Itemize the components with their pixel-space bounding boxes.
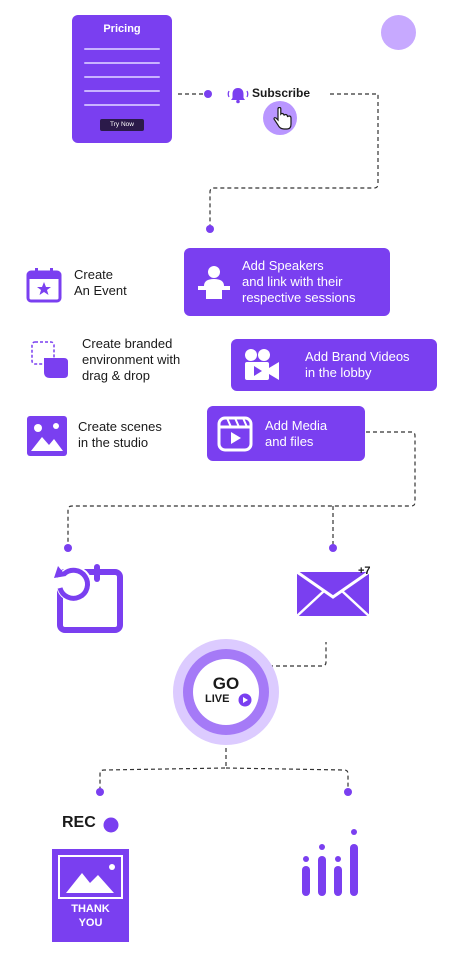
- label-line: environment with: [82, 352, 181, 367]
- label-line: An Event: [74, 283, 127, 298]
- calendar-refresh-icon: [54, 564, 123, 633]
- go-label: GO: [212, 674, 240, 693]
- pricing-line: [84, 104, 160, 106]
- label-line: Create scenes: [78, 419, 162, 434]
- pricing-card: Pricing Try Now: [72, 15, 172, 143]
- add-speakers-text: Add Speakers and link with their respect…: [242, 258, 355, 306]
- play-circle-icon: [238, 693, 252, 707]
- email-envelope-icon: [296, 571, 370, 617]
- subscribe-label: Subscribe: [252, 86, 311, 100]
- action-line: in the lobby: [305, 365, 372, 380]
- label-line: Create: [74, 267, 114, 282]
- speaker-podium-icon: [198, 266, 230, 299]
- label-line: drag & drop: [82, 368, 150, 383]
- action-line: Add Media: [265, 417, 328, 433]
- thank-you-image-frame: [58, 855, 123, 899]
- label-line: in the studio: [78, 435, 149, 450]
- hand-cursor-icon: [273, 107, 292, 130]
- add-speakers-button[interactable]: Add Speakers and link with their respect…: [184, 248, 390, 316]
- add-brand-videos-text: Add Brand Videos in the lobby: [305, 349, 410, 381]
- step-label-branded-env: Create branded environment with drag & d…: [82, 336, 180, 384]
- add-media-button[interactable]: Add Media and files: [207, 406, 365, 461]
- video-camera-icon: [245, 349, 279, 380]
- email-count-badge: +7: [358, 565, 371, 577]
- add-brand-videos-button[interactable]: Add Brand Videos in the lobby: [231, 339, 437, 391]
- live-label: LIVE: [205, 693, 230, 705]
- label-line: Create branded: [82, 336, 173, 351]
- drag-drop-icon: [31, 341, 68, 378]
- action-line: and files: [265, 433, 314, 449]
- rec-label: REC: [62, 814, 96, 831]
- mountain-image-icon: [66, 864, 115, 893]
- step-label-scenes: Create scenes in the studio: [78, 419, 162, 451]
- analytics-bars-icon: [302, 829, 358, 896]
- action-line: and link with their: [242, 274, 343, 289]
- step-label-create-event: Create An Event: [74, 267, 127, 299]
- media-player-icon: [217, 416, 253, 451]
- pricing-line: [84, 48, 160, 50]
- record-dot-icon: [103, 817, 119, 833]
- pricing-line: [84, 62, 160, 64]
- decorative-circle: [381, 15, 416, 50]
- pricing-title: Pricing: [103, 23, 141, 35]
- thank-you-line1: THANK: [71, 903, 110, 915]
- pricing-line: [84, 76, 160, 78]
- calendar-star-icon: [26, 268, 62, 303]
- pricing-line: [84, 90, 160, 92]
- action-line: Add Brand Videos: [305, 349, 410, 364]
- thank-you-line2: YOU: [78, 917, 103, 929]
- go-live-button[interactable]: [193, 659, 259, 725]
- thank-you-card: THANK YOU: [52, 849, 129, 942]
- add-media-text: Add Media and files: [265, 418, 327, 450]
- action-line: Add Speakers: [242, 258, 324, 273]
- bell-icon: [227, 88, 249, 104]
- try-now-button[interactable]: Try Now: [100, 119, 144, 131]
- image-scene-icon: [27, 416, 67, 456]
- action-line: respective sessions: [242, 290, 356, 305]
